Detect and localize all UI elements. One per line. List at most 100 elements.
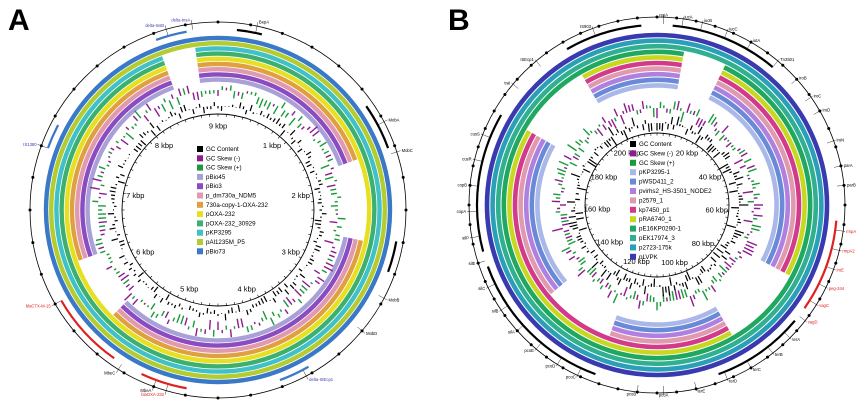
scale-tick <box>620 142 623 145</box>
ring-gap <box>683 51 726 70</box>
gc-content-mark <box>569 224 578 228</box>
gene-label: Tn2501 <box>780 57 795 62</box>
ring-dot <box>492 109 496 113</box>
legend-label: pE16KP0290-1 <box>639 226 682 233</box>
gc-content-mark <box>278 123 282 127</box>
gc-content-mark <box>307 155 312 159</box>
gc-content-mark <box>318 183 323 186</box>
ring-dot <box>360 87 364 91</box>
gc-skew-mark <box>625 297 628 300</box>
gc-skew-mark <box>131 295 136 300</box>
ring-dot <box>561 366 565 370</box>
gc-content-mark <box>181 307 183 310</box>
legend-label: pBio73 <box>206 248 226 255</box>
ring-dot <box>713 382 717 386</box>
gene-leader <box>724 28 729 38</box>
gc-content-mark <box>736 183 743 186</box>
panel-b-letter: B <box>448 4 470 37</box>
legend-swatch <box>197 229 203 236</box>
ring-dot <box>766 51 770 55</box>
gc-skew-mark <box>750 227 760 232</box>
kbp-label: 2 kbp <box>292 191 310 200</box>
scale-tick <box>169 290 172 294</box>
gene-leader <box>378 119 388 125</box>
legend-label: pBio45 <box>206 174 226 181</box>
gene-label: rmpA2 <box>842 248 855 253</box>
gc-content-mark <box>583 168 591 173</box>
gc-content-mark <box>133 148 139 153</box>
gene-leader <box>472 158 482 162</box>
ring-gap <box>170 73 200 85</box>
ring-gap <box>161 47 196 61</box>
gc-skew-mark <box>610 119 617 129</box>
gc-skew-mark <box>163 98 167 103</box>
scale-tick <box>283 141 287 145</box>
gc-content-mark <box>153 293 158 299</box>
gc-skew-mark <box>184 317 188 326</box>
gc-skew-mark <box>330 167 335 170</box>
ring-dot <box>379 114 383 118</box>
gc-content-mark <box>629 282 633 289</box>
gc-skew-mark <box>641 100 645 110</box>
legend-label: pWSD411_2 <box>639 179 674 186</box>
ring-dot <box>529 63 533 67</box>
gene-leader <box>784 332 792 340</box>
gc-skew-mark <box>746 233 750 236</box>
gc-skew-mark <box>737 251 742 255</box>
gc-content-mark <box>581 245 587 250</box>
scale-tick <box>597 163 601 166</box>
gc-skew-mark <box>704 288 708 292</box>
gc-content-mark <box>259 110 263 116</box>
ring-gap <box>678 79 714 95</box>
ring-dot <box>675 16 679 20</box>
gc-skew-mark <box>561 246 571 253</box>
gc-skew-mark <box>752 217 758 220</box>
gc-skew-mark <box>98 220 107 224</box>
ring-dot <box>731 375 735 379</box>
gc-content-mark <box>636 125 639 129</box>
gc-content-mark <box>142 132 147 136</box>
gc-skew-mark <box>277 313 281 318</box>
gc-content-mark <box>295 275 299 278</box>
ring-dot <box>401 241 405 245</box>
gene-leader <box>357 326 366 334</box>
gc-skew-mark <box>336 226 342 229</box>
gene-leader <box>499 306 508 312</box>
gc-skew-mark <box>176 96 181 106</box>
gene-leader <box>480 133 490 138</box>
legend-label: kp7450_p1 <box>639 207 670 214</box>
gc-skew-mark <box>195 328 198 337</box>
legend-swatch <box>630 169 636 176</box>
gene-leader <box>836 184 846 187</box>
ring-dot <box>467 203 471 207</box>
gc-content-mark <box>133 273 137 277</box>
gc-content-mark <box>599 145 603 150</box>
ring-dot <box>616 387 620 391</box>
ring-gap <box>559 283 616 326</box>
gc-skew-mark <box>240 92 244 100</box>
gc-skew-mark <box>607 290 613 298</box>
gc-content-mark <box>679 283 681 286</box>
legend-swatch <box>630 225 636 232</box>
gene-label: MobB <box>389 298 400 303</box>
gc-skew-mark <box>568 255 576 261</box>
ring-dot <box>766 355 770 359</box>
gc-skew-mark <box>312 138 316 142</box>
gc-skew-mark <box>558 160 569 167</box>
gc-content-mark <box>120 243 126 247</box>
gene-label: terD <box>729 379 737 384</box>
gc-content-mark <box>117 180 125 184</box>
gene-leader <box>700 20 704 30</box>
gc-content-mark <box>297 139 302 144</box>
scale-tick <box>125 233 128 236</box>
gc-skew-mark <box>128 285 135 291</box>
gc-skew-mark <box>718 264 728 273</box>
gc-skew-mark <box>172 317 176 322</box>
annotation-arc <box>566 24 642 51</box>
gc-skew-mark <box>574 153 581 158</box>
gc-content-mark <box>246 309 249 316</box>
gc-content-mark <box>606 272 612 281</box>
scale-tick <box>717 168 720 171</box>
gc-content-mark <box>686 271 691 281</box>
gc-skew-mark <box>620 292 623 296</box>
